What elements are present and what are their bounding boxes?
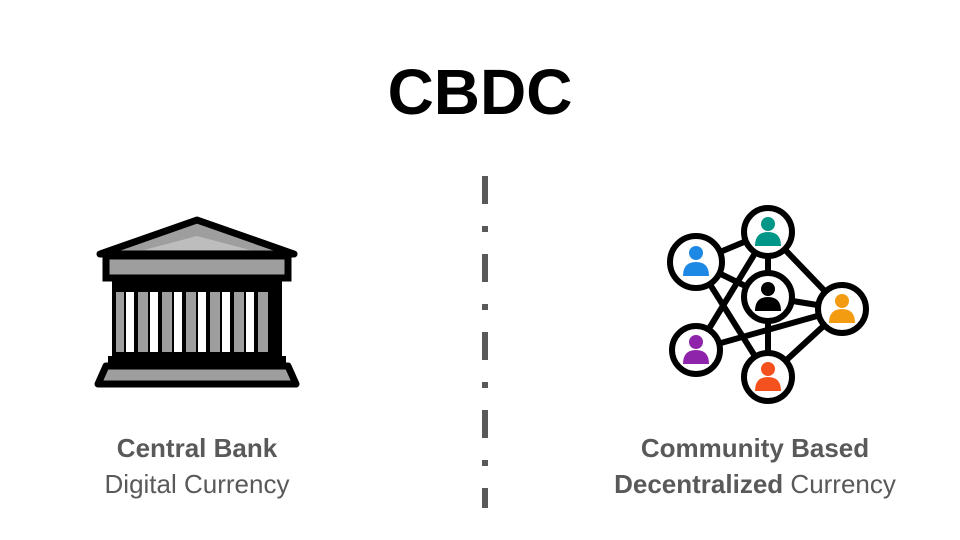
community-subtitle: Decentralized Currency <box>560 466 950 502</box>
community-caption: Community Based Decentralized Currency <box>560 430 950 502</box>
person-node <box>669 323 723 377</box>
currency-word: Currency <box>783 469 896 499</box>
bank-building-icon <box>94 216 300 388</box>
decentralized-word: Decentralized <box>614 469 784 499</box>
community-title: Community Based <box>640 433 870 463</box>
person-node <box>815 282 869 336</box>
people-network-icon <box>667 205 869 404</box>
person-node <box>741 205 795 259</box>
divider-line <box>482 176 488 508</box>
central-bank-subtitle: Digital Currency <box>104 469 290 499</box>
person-node <box>667 233 725 291</box>
person-node <box>741 270 795 324</box>
person-node <box>741 350 795 404</box>
central-bank-caption: Central Bank Digital Currency <box>47 430 347 502</box>
central-bank-title: Central Bank <box>116 433 278 463</box>
page-title: CBDC <box>387 56 573 128</box>
